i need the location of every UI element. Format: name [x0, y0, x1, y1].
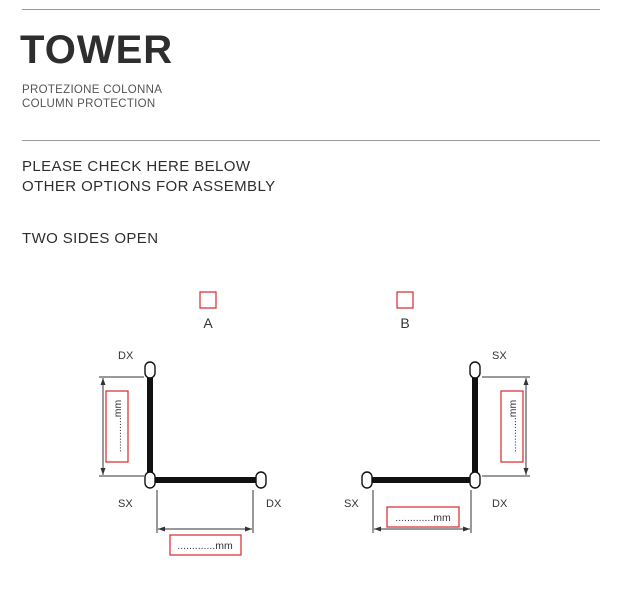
instruction-line-2: OTHER OPTIONS FOR ASSEMBLY — [22, 178, 276, 195]
option-b-horizontal-field[interactable] — [386, 506, 460, 528]
subtitle-italian: PROTEZIONE COLONNA — [22, 84, 163, 96]
option-b-vertical-field-text: ............mm — [507, 399, 519, 452]
option-b-vertical-dimension — [482, 376, 530, 477]
instruction-line-1: PLEASE CHECK HERE BELOW — [22, 158, 251, 175]
option-b-end-cap — [361, 471, 373, 489]
option-a-end-cap — [255, 471, 267, 489]
option-a-vertical-field-text: ............mm — [112, 399, 124, 452]
option-b-letter: B — [400, 315, 409, 331]
option-b-vertical-field[interactable] — [500, 390, 524, 463]
option-a-label-top: DX — [118, 350, 134, 362]
option-a-horizontal-dimension — [156, 490, 254, 533]
top-divider — [22, 9, 600, 10]
option-b-label-top: SX — [492, 350, 507, 362]
option-a-horizontal-field-text: .............mm — [177, 540, 233, 552]
option-b-horizontal-bar — [368, 477, 478, 483]
option-b-top-cap — [469, 361, 481, 379]
option-a-label-end: DX — [266, 498, 282, 510]
option-b-vertical-bar — [472, 374, 478, 480]
option-a-top-cap — [144, 361, 156, 379]
option-b: B SX SX DX ............mm — [344, 291, 530, 533]
option-b-label-end: SX — [344, 498, 359, 510]
option-b-horizontal-dimension — [372, 490, 472, 533]
option-a-vertical-bar — [147, 374, 153, 480]
option-b-corner-cap — [469, 471, 481, 489]
option-a-vertical-dimension — [99, 376, 144, 477]
option-a-label-corner: SX — [118, 498, 133, 510]
option-a-vertical-field[interactable] — [105, 390, 129, 463]
option-a-checkbox[interactable] — [199, 291, 217, 309]
option-a-horizontal-bar — [150, 477, 264, 483]
option-a-letter: A — [203, 315, 213, 331]
header-divider — [22, 140, 600, 141]
option-b-checkbox[interactable] — [396, 291, 414, 309]
option-a-horizontal-field[interactable] — [169, 534, 242, 556]
option-b-horizontal-field-text: .............mm — [395, 512, 451, 524]
subtitle-english: COLUMN PROTECTION — [22, 98, 156, 110]
page-title: TOWER — [20, 28, 174, 72]
section-title: TWO SIDES OPEN — [22, 230, 159, 247]
option-b-label-corner: DX — [492, 498, 508, 510]
option-a: A DX SX DX ............mm — [99, 291, 282, 556]
option-a-corner-cap — [144, 471, 156, 489]
